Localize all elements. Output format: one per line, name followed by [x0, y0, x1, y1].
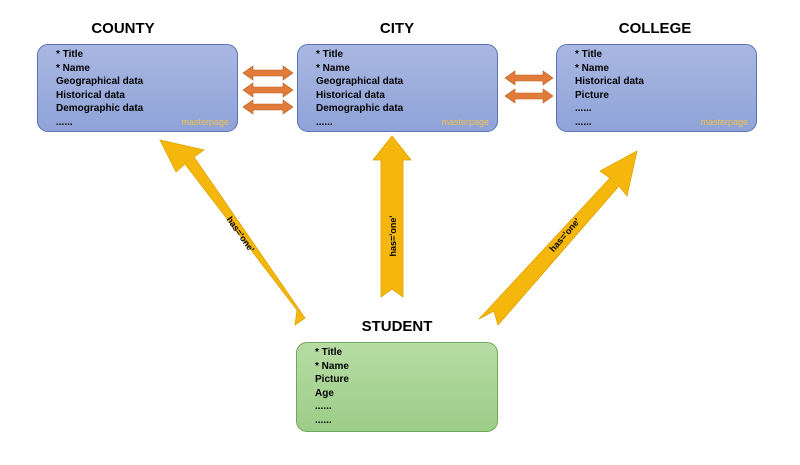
field: Geographical data [316, 76, 404, 87]
field: Picture [575, 89, 609, 101]
field: Demographic data [316, 103, 404, 114]
relation-label-city: has='one' [388, 215, 398, 256]
relation-label-county: has='one' [225, 215, 257, 254]
field: Geographical data [56, 76, 144, 87]
relation-arrow-city [372, 135, 412, 298]
field: ...... [56, 116, 73, 128]
double-arrow [504, 88, 554, 104]
field: ...... [316, 116, 333, 128]
masterpage-tag: masterpage [181, 117, 229, 127]
field: * Name [315, 360, 349, 372]
college-title: COLLEGE [618, 20, 692, 37]
double-arrow [242, 82, 294, 98]
city-box: * Title * Name Geographical data Histori… [297, 44, 498, 132]
field: Historical data [56, 89, 125, 101]
college-box: * Title * Name Historical data Picture .… [556, 44, 757, 132]
field: ...... [575, 103, 592, 114]
field: Picture [315, 374, 349, 385]
city-college-links [504, 70, 554, 104]
masterpage-tag: masterpage [700, 117, 748, 127]
relation-arrow-college [478, 150, 638, 326]
student-box: * Title * Name Picture Age ...... ...... [296, 342, 498, 432]
county-title: COUNTY [91, 20, 155, 37]
field: Historical data [575, 76, 644, 87]
city-title: CITY [379, 20, 415, 37]
field: * Title [316, 49, 344, 60]
field: * Title [315, 347, 343, 358]
county-box: * Title * Name Geographical data Histori… [37, 44, 238, 132]
field: ...... [315, 414, 332, 426]
field: ...... [575, 116, 592, 128]
double-arrow [242, 99, 294, 115]
masterpage-tag: masterpage [441, 117, 489, 127]
field: * Title [575, 49, 603, 60]
field: ...... [315, 401, 332, 412]
relation-arrow-county [159, 139, 306, 326]
double-arrow [504, 70, 554, 86]
student-title: STUDENT [361, 318, 433, 335]
field: Demographic data [56, 103, 144, 114]
county-city-links [242, 65, 294, 115]
double-arrow [242, 65, 294, 81]
field: * Name [575, 62, 609, 74]
field: Historical data [316, 89, 385, 101]
field: * Name [316, 62, 350, 74]
field: Age [315, 387, 334, 399]
field: * Name [56, 62, 90, 74]
field: * Title [56, 49, 84, 60]
